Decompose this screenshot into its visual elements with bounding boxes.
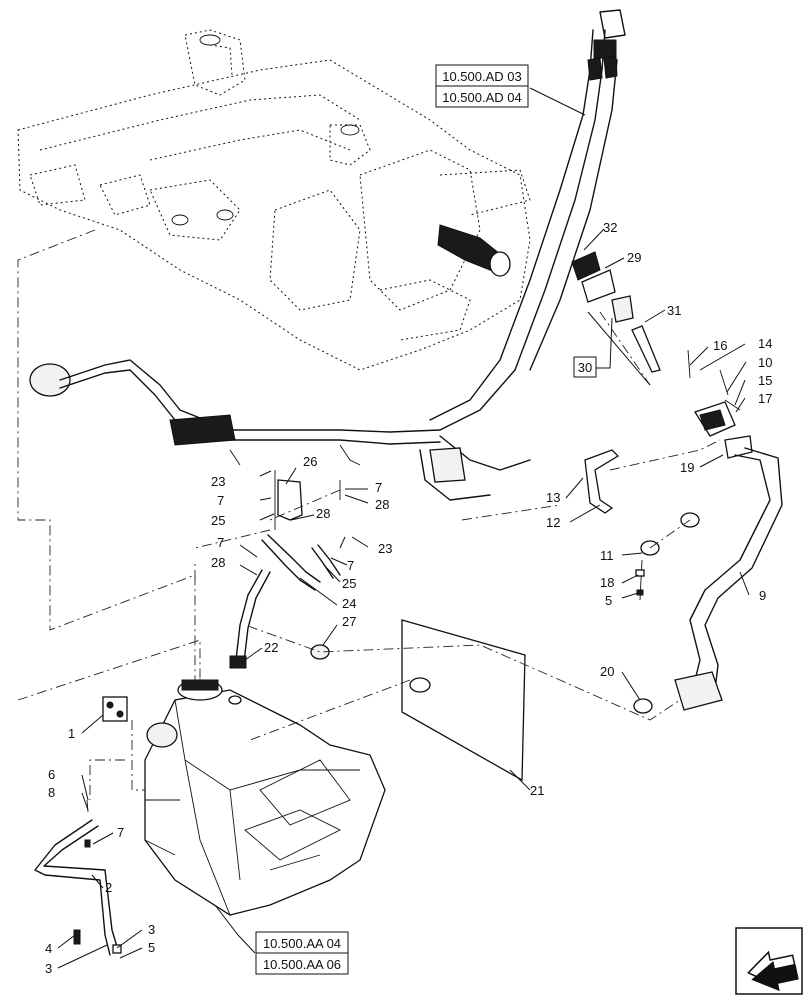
mid-fittings (229, 470, 341, 669)
callout-7c: 7 (217, 535, 224, 550)
filler-assembly (571, 251, 753, 459)
wire-harness (29, 359, 531, 501)
callout-21: 21 (530, 783, 544, 798)
corrugated-hose (437, 224, 511, 277)
callout-32: 32 (603, 220, 617, 235)
filler-hose (674, 447, 783, 711)
callout-23a: 23 (211, 474, 225, 489)
callout-23b: 23 (378, 541, 392, 556)
callout-7e: 7 (117, 825, 124, 840)
callout-10: 10 (758, 355, 772, 370)
ref-ad03[interactable]: 10.500.AD 03 (442, 69, 522, 84)
callout-25a: 25 (211, 513, 225, 528)
callout-7b: 7 (375, 480, 382, 495)
callout-16: 16 (713, 338, 727, 353)
leader-lines (57, 87, 750, 969)
callout-6: 6 (48, 767, 55, 782)
bracket-12 (584, 449, 620, 514)
callout-27: 27 (342, 614, 356, 629)
callout-14: 14 (758, 336, 772, 351)
callout-29: 29 (627, 250, 641, 265)
label-decal (102, 696, 128, 722)
callout-3a: 3 (148, 922, 155, 937)
callout-9: 9 (759, 588, 766, 603)
callout-28b: 28 (375, 497, 389, 512)
callout-7a: 7 (217, 493, 224, 508)
callout-20: 20 (600, 664, 614, 679)
callout-4: 4 (45, 941, 52, 956)
fuel-lines (429, 9, 626, 431)
ref-ad04[interactable]: 10.500.AD 04 (442, 90, 522, 105)
callout-26: 26 (303, 454, 317, 469)
ref-aa06[interactable]: 10.500.AA 06 (263, 957, 341, 972)
alignment-lines (17, 229, 721, 800)
callout-28c: 28 (211, 555, 225, 570)
callout-7d: 7 (347, 558, 354, 573)
callout-5a: 5 (148, 940, 155, 955)
reference-box-ad[interactable]: 10.500.AD 03 10.500.AD 04 (435, 64, 529, 108)
callout-24: 24 (342, 596, 356, 611)
tank-strap (34, 799, 122, 956)
callout-17: 17 (758, 391, 772, 406)
frame-outline (17, 29, 531, 371)
callout-30: 30 (578, 360, 592, 375)
callout-11: 11 (600, 548, 614, 563)
next-page-arrow-icon[interactable] (735, 927, 803, 995)
callout-numbers: 32 29 31 16 14 10 15 17 19 13 12 11 18 5… (45, 220, 772, 976)
callout-3b: 3 (45, 961, 52, 976)
callout-18: 18 (600, 575, 614, 590)
callout-13: 13 (546, 490, 560, 505)
callout-8: 8 (48, 785, 55, 800)
callout-25b: 25 (342, 576, 356, 591)
callout-22: 22 (264, 640, 278, 655)
callout-28a: 28 (316, 506, 330, 521)
callout-box-30: 30 (573, 356, 597, 378)
insulation-sheet (401, 619, 526, 782)
callout-5b: 5 (605, 593, 612, 608)
reference-box-aa[interactable]: 10.500.AA 04 10.500.AA 06 (255, 931, 349, 975)
callout-2: 2 (105, 880, 112, 895)
fuel-tank (144, 679, 386, 916)
ref-aa04[interactable]: 10.500.AA 04 (263, 936, 341, 951)
callout-1: 1 (68, 726, 75, 741)
callout-15: 15 (758, 373, 772, 388)
callout-31: 31 (667, 303, 681, 318)
callout-19: 19 (680, 460, 694, 475)
callout-12: 12 (546, 515, 560, 530)
